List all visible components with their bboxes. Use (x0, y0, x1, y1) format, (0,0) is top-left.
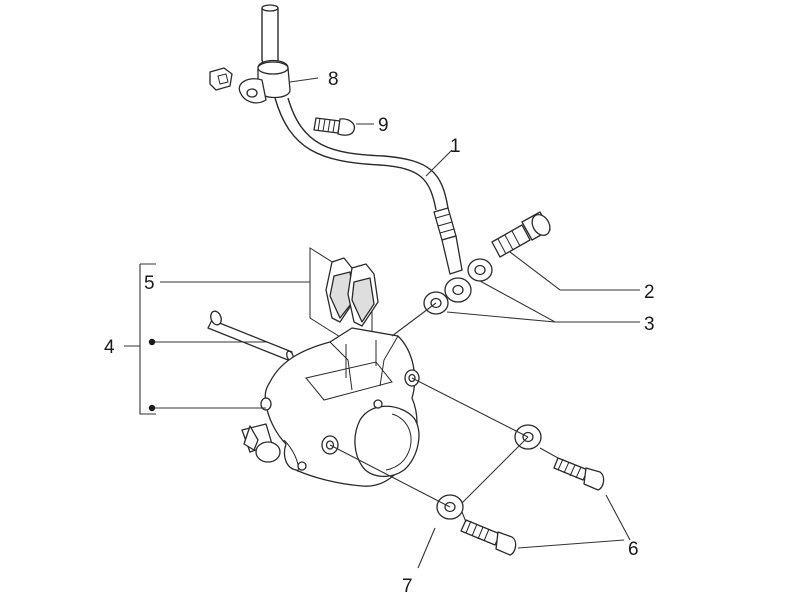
callout-1: 1 (450, 136, 461, 157)
brake-hose (261, 4, 463, 275)
callout-4-dot-lower (148, 404, 156, 412)
assembly-axes (329, 302, 559, 523)
brake-pads (309, 247, 379, 358)
callout-2: 2 (644, 282, 655, 303)
banjo-bolt (491, 211, 551, 258)
callout-4-dot-upper (148, 338, 156, 346)
callout-3: 3 (644, 314, 655, 335)
callout-7: 7 (402, 576, 413, 597)
callout-5: 5 (144, 273, 155, 294)
callout-9: 9 (378, 115, 389, 136)
mount-bolts (460, 457, 605, 556)
clamp-bolt (313, 117, 356, 136)
pad-pin (207, 310, 294, 362)
caliper-body (241, 327, 420, 487)
callout-4: 4 (104, 337, 115, 358)
callout-6: 6 (628, 539, 639, 560)
callout-8: 8 (328, 69, 339, 90)
hose-clamp (209, 59, 291, 104)
banjo-fitting (423, 258, 493, 315)
callout-leaders (124, 77, 640, 569)
